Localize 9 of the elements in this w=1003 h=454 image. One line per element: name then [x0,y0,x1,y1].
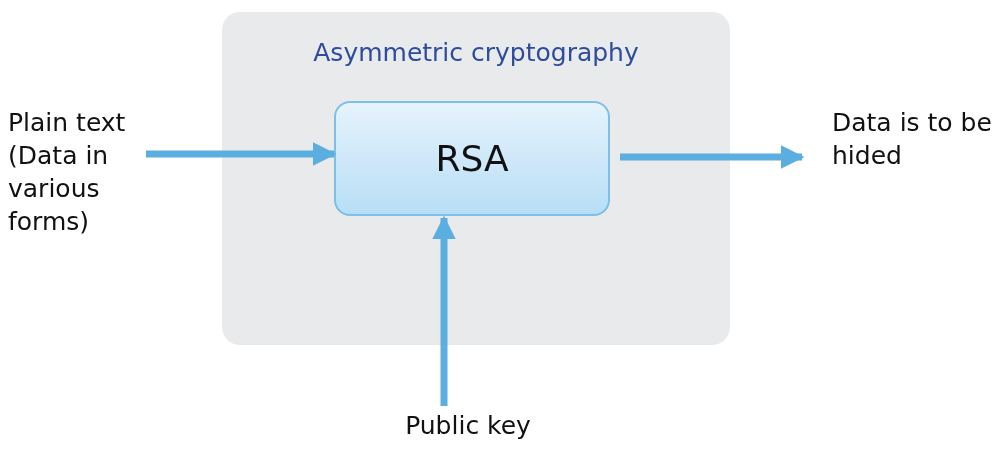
arrow [432,215,456,406]
process-label: RSA [435,138,509,179]
process-box [334,101,610,216]
arrow [620,145,805,169]
output-label: Data is to be hided [832,107,993,172]
group-panel [222,12,730,345]
key-label: Public key [404,410,532,442]
panel-title: Asymmetric cryptography [312,38,640,67]
input-label: Plain text (Data in various forms) [8,107,127,238]
